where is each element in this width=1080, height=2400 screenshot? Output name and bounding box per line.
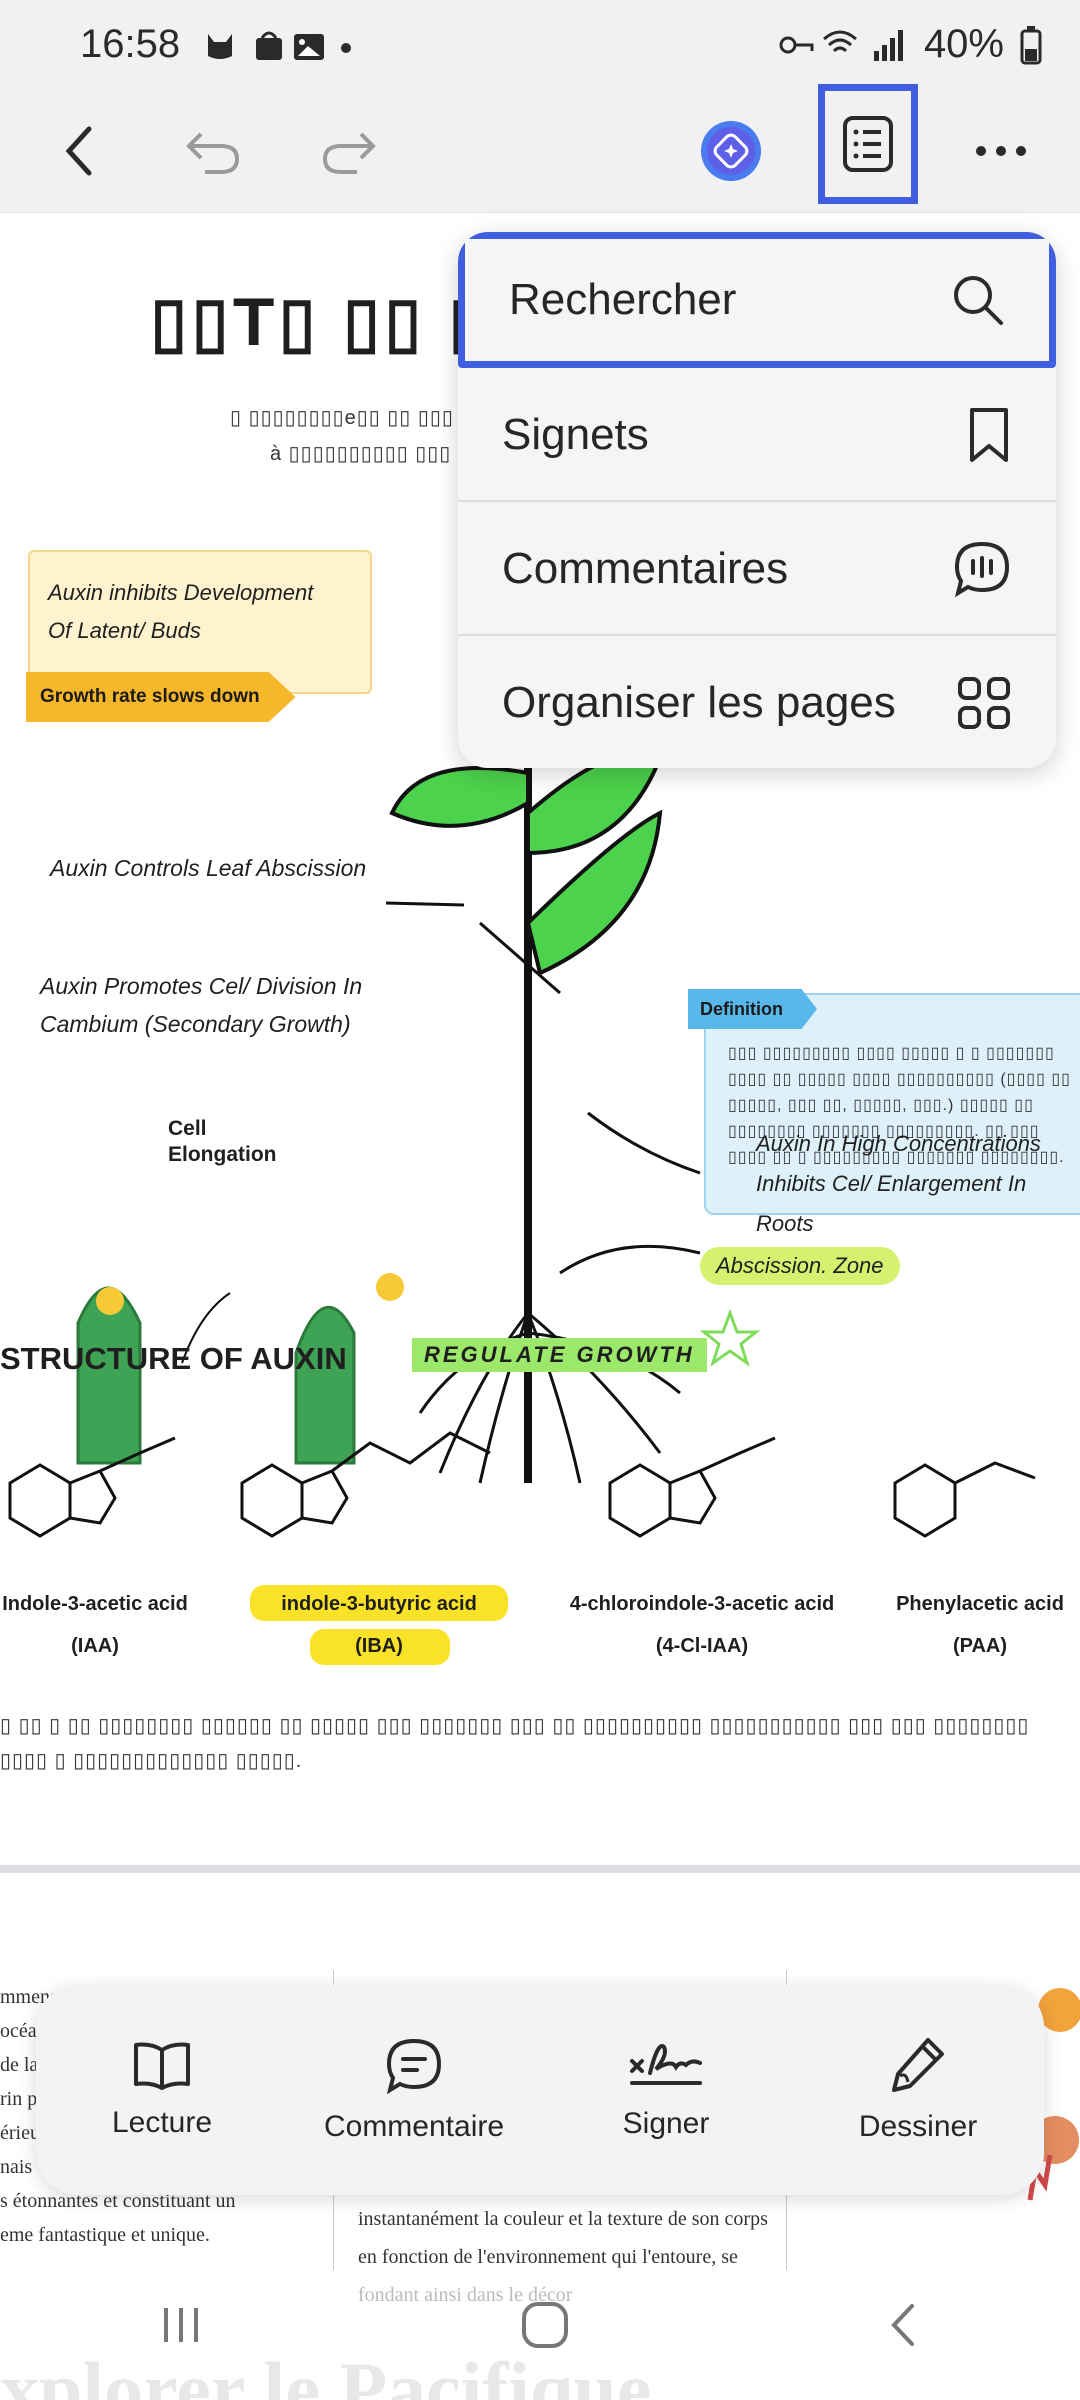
growth-rate-tag: Growth rate slows down [26,672,296,722]
note-line-2: Of Latent/ Buds [48,618,201,643]
redo-icon[interactable] [306,108,392,194]
text-line: fondant ainsi dans le décor [358,2284,573,2306]
back-icon[interactable] [36,108,122,194]
abscission-zone-label: Abscission. Zone [700,1247,900,1285]
text-line: rin p [0,2088,38,2110]
structure-title: STRUCTURE OF AUXIN [0,1341,347,1376]
notification-icons [200,26,360,74]
menu-item-label: Signets [502,410,649,459]
definition-box: ▯▯▯ ▯▯▯▯▯▯▯▯▯ ▯▯▯▯ ▯▯▯▯▯ ▯ ▯ ▯▯▯▯▯▯▯ ▯▯▯… [704,993,1080,1215]
key-wifi-signal-icon [779,29,903,61]
status-bar: 16:58 40% [0,0,1080,90]
bookmark-icon [970,408,1008,462]
signature-icon [630,2044,702,2085]
button-label: Dessiner [858,2110,978,2143]
molecule-structures [8,1431,1036,1538]
highlighter-mark [250,1585,508,1621]
button-label: Commentaire [323,2110,505,2143]
reading-mode-button[interactable]: Lecture [47,2040,277,2140]
undo-icon[interactable] [170,108,256,194]
grid-icon [958,677,1010,729]
molecule-abbr: (IBA) [355,1635,403,1657]
sign-button[interactable]: Signer [551,2039,781,2141]
comment-button[interactable]: Commentaire [299,2036,529,2144]
cell-division-label-1: Auxin Promotes Cel/ Division In [40,973,363,999]
document-menu-popup: Rechercher Signets Commentaires Organise… [458,232,1056,768]
definition-text: ▯▯▯ ▯▯▯▯▯▯▯▯▯ ▯▯▯▯ ▯▯▯▯▯ ▯ ▯ ▯▯▯▯▯▯▯ ▯▯▯… [728,1045,1071,1166]
battery-icon [1020,25,1042,64]
document-subtitle-line-2: à ▯▯▯▯▯▯▯▯▯▯ ▯▯▯ [270,443,452,465]
book-icon [134,2042,190,2090]
high-conc-line-1: Auxin In High Concentrations [756,1131,1041,1156]
menu-item-label: Rechercher [509,275,737,324]
menu-item-label: Commentaires [502,544,789,593]
page2-left-column: mmense océa de la rin p érieu nais s éto… [0,1980,236,2252]
text-line: eme fantastique et unique. [0,2224,210,2246]
recents-icon[interactable] [156,2300,206,2355]
status-time: 16:58 [80,22,181,66]
high-conc-line-2: Inhibits Cel/ Enlargement In [756,1171,1027,1196]
page2-middle-column: instantanément la couleur et la texture … [358,2200,768,2314]
nav-back-icon[interactable] [884,2300,924,2355]
pen-icon [892,2038,944,2092]
home-icon[interactable] [518,2298,572,2357]
high-conc-line-3: Roots [756,1211,814,1236]
draw-button[interactable]: Dessiner [803,2036,1033,2144]
menu-item-search[interactable]: Rechercher [458,232,1056,368]
text-line: océa [0,2020,37,2042]
cell-division-label-2: Cambium (Secondary Growth) [40,1011,351,1037]
body-text-line-1: ▯ ▯▯ ▯ ▯▯ ▯▯▯▯▯▯▯▯ ▯▯▯▯▯▯ ▯▯ ▯▯▯▯▯ ▯▯▯ ▯… [0,1715,1030,1737]
molecule-abbr: (PAA) [952,1635,1008,1657]
system-navigation-bar [0,2255,1080,2400]
molecule-name: indole-3-butyric acid [281,1593,477,1615]
page-separator [0,1865,1080,1873]
body-text-line-2: ▯▯▯▯ ▯ ▯▯▯▯▯▯▯▯▯▯▯▯▯ ▯▯▯▯▯. [0,1750,303,1772]
bottom-action-bar: Lecture Commentaire Signer Dessiner [36,1985,1044,2195]
button-label: Lecture [111,2106,213,2139]
molecule-name: 4-chloroindole-3-acetic acid [569,1593,835,1615]
menu-divider [458,500,1056,502]
button-label: Signer [622,2107,710,2140]
comment-icon [386,2038,442,2094]
outline-list-icon [843,116,893,172]
text-line: en fonction de l'environnement qui l'ent… [358,2246,738,2268]
comments-icon [954,541,1010,598]
leaf-abscission-label: Auxin Controls Leaf Abscission [50,855,367,881]
page2-heading: xplorer le Pacifique [0,2346,652,2400]
menu-item-organize-pages[interactable]: Organiser les pages [458,636,1056,768]
molecule-name: Indole-3-acetic acid [2,1593,188,1615]
text-line: érieu [0,2122,40,2144]
outline-list-button[interactable] [818,84,918,204]
note-line-1: Auxin inhibits Development [48,580,314,605]
menu-item-bookmarks[interactable]: Signets [458,368,1056,502]
ai-sparkle-icon[interactable] [688,108,774,194]
molecule-abbr: (4-Cl-IAA) [655,1635,749,1657]
regulate-growth-tag: REGULATE GROWTH [412,1338,707,1372]
definition-tag: Definition [688,989,817,1029]
auxin-inhibits-note: Auxin inhibits Development Of Latent/ Bu… [28,550,372,694]
highlighter-mark [310,1629,450,1665]
status-right: 40% [778,22,1042,67]
molecule-abbr: (IAA) [71,1635,119,1657]
text-line: de la [0,2054,39,2076]
menu-item-label: Organiser les pages [502,678,896,727]
molecule-name: Phenylacetic acid [896,1593,1064,1615]
star-doodle-icon [700,1308,760,1367]
battery-percent: 40% [923,22,1004,66]
top-toolbar [0,84,1080,213]
text-line: nais [0,2156,33,2178]
cell-elongation-label-2: Elongation [168,1143,277,1166]
more-icon[interactable] [958,108,1044,194]
search-icon [954,276,1003,325]
cell-elongation-label-1: Cell [168,1117,207,1140]
menu-item-comments[interactable]: Commentaires [458,502,1056,636]
menu-divider [458,634,1056,636]
text-line: instantanément la couleur et la texture … [358,2208,768,2230]
document-subtitle-line-1: ▯ ▯▯▯▯▯▯▯▯e▯▯ ▯▯ ▯▯▯ [230,407,454,429]
text-line: s étonnantes et constituant un [0,2190,236,2212]
